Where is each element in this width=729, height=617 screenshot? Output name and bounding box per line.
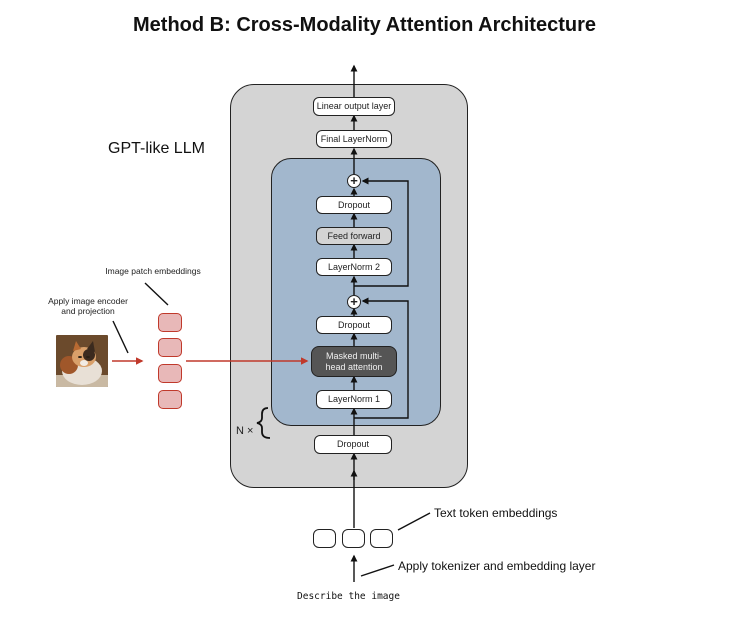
repeat-label: N × bbox=[236, 425, 254, 437]
tokenizer-label: Apply tokenizer and embedding layer bbox=[398, 559, 596, 573]
feed-forward: Feed forward bbox=[316, 227, 392, 245]
dropout-bottom: Dropout bbox=[314, 435, 392, 454]
text-token-embedding bbox=[313, 529, 336, 548]
residual-add-icon-top: + bbox=[347, 174, 361, 188]
text-token-label: Text token embeddings bbox=[434, 506, 558, 520]
image-patch-embedding bbox=[158, 313, 182, 332]
pointer-patch-label bbox=[144, 282, 169, 306]
image-patch-embedding bbox=[158, 364, 182, 383]
layernorm-2: LayerNorm 2 bbox=[316, 258, 392, 276]
input-prompt: Describe the image bbox=[297, 591, 400, 602]
image-patch-embedding bbox=[158, 338, 182, 357]
text-token-embedding bbox=[370, 529, 393, 548]
diagram-title: Method B: Cross-Modality Attention Archi… bbox=[133, 14, 596, 36]
residual-add-icon-mid: + bbox=[347, 295, 361, 309]
masked-multi-head-attention: Masked multi-head attention bbox=[311, 346, 397, 377]
dropout-mid: Dropout bbox=[316, 316, 392, 334]
pointer-encoder-label bbox=[112, 320, 129, 354]
text-token-embedding bbox=[342, 529, 365, 548]
image-patch-label: Image patch embeddings bbox=[105, 266, 201, 276]
pointer-token-label bbox=[397, 512, 431, 531]
dropout-top: Dropout bbox=[316, 196, 392, 214]
llm-label: GPT-like LLM bbox=[108, 140, 205, 157]
pointer-tokenizer-label bbox=[360, 564, 395, 577]
image-encoder-label: Apply image encoder and projection bbox=[48, 296, 128, 316]
final-layernorm: Final LayerNorm bbox=[316, 130, 392, 148]
layernorm-1: LayerNorm 1 bbox=[316, 390, 392, 409]
cat-image bbox=[56, 335, 108, 387]
linear-output-layer: Linear output layer bbox=[313, 97, 395, 116]
image-patch-embedding bbox=[158, 390, 182, 409]
